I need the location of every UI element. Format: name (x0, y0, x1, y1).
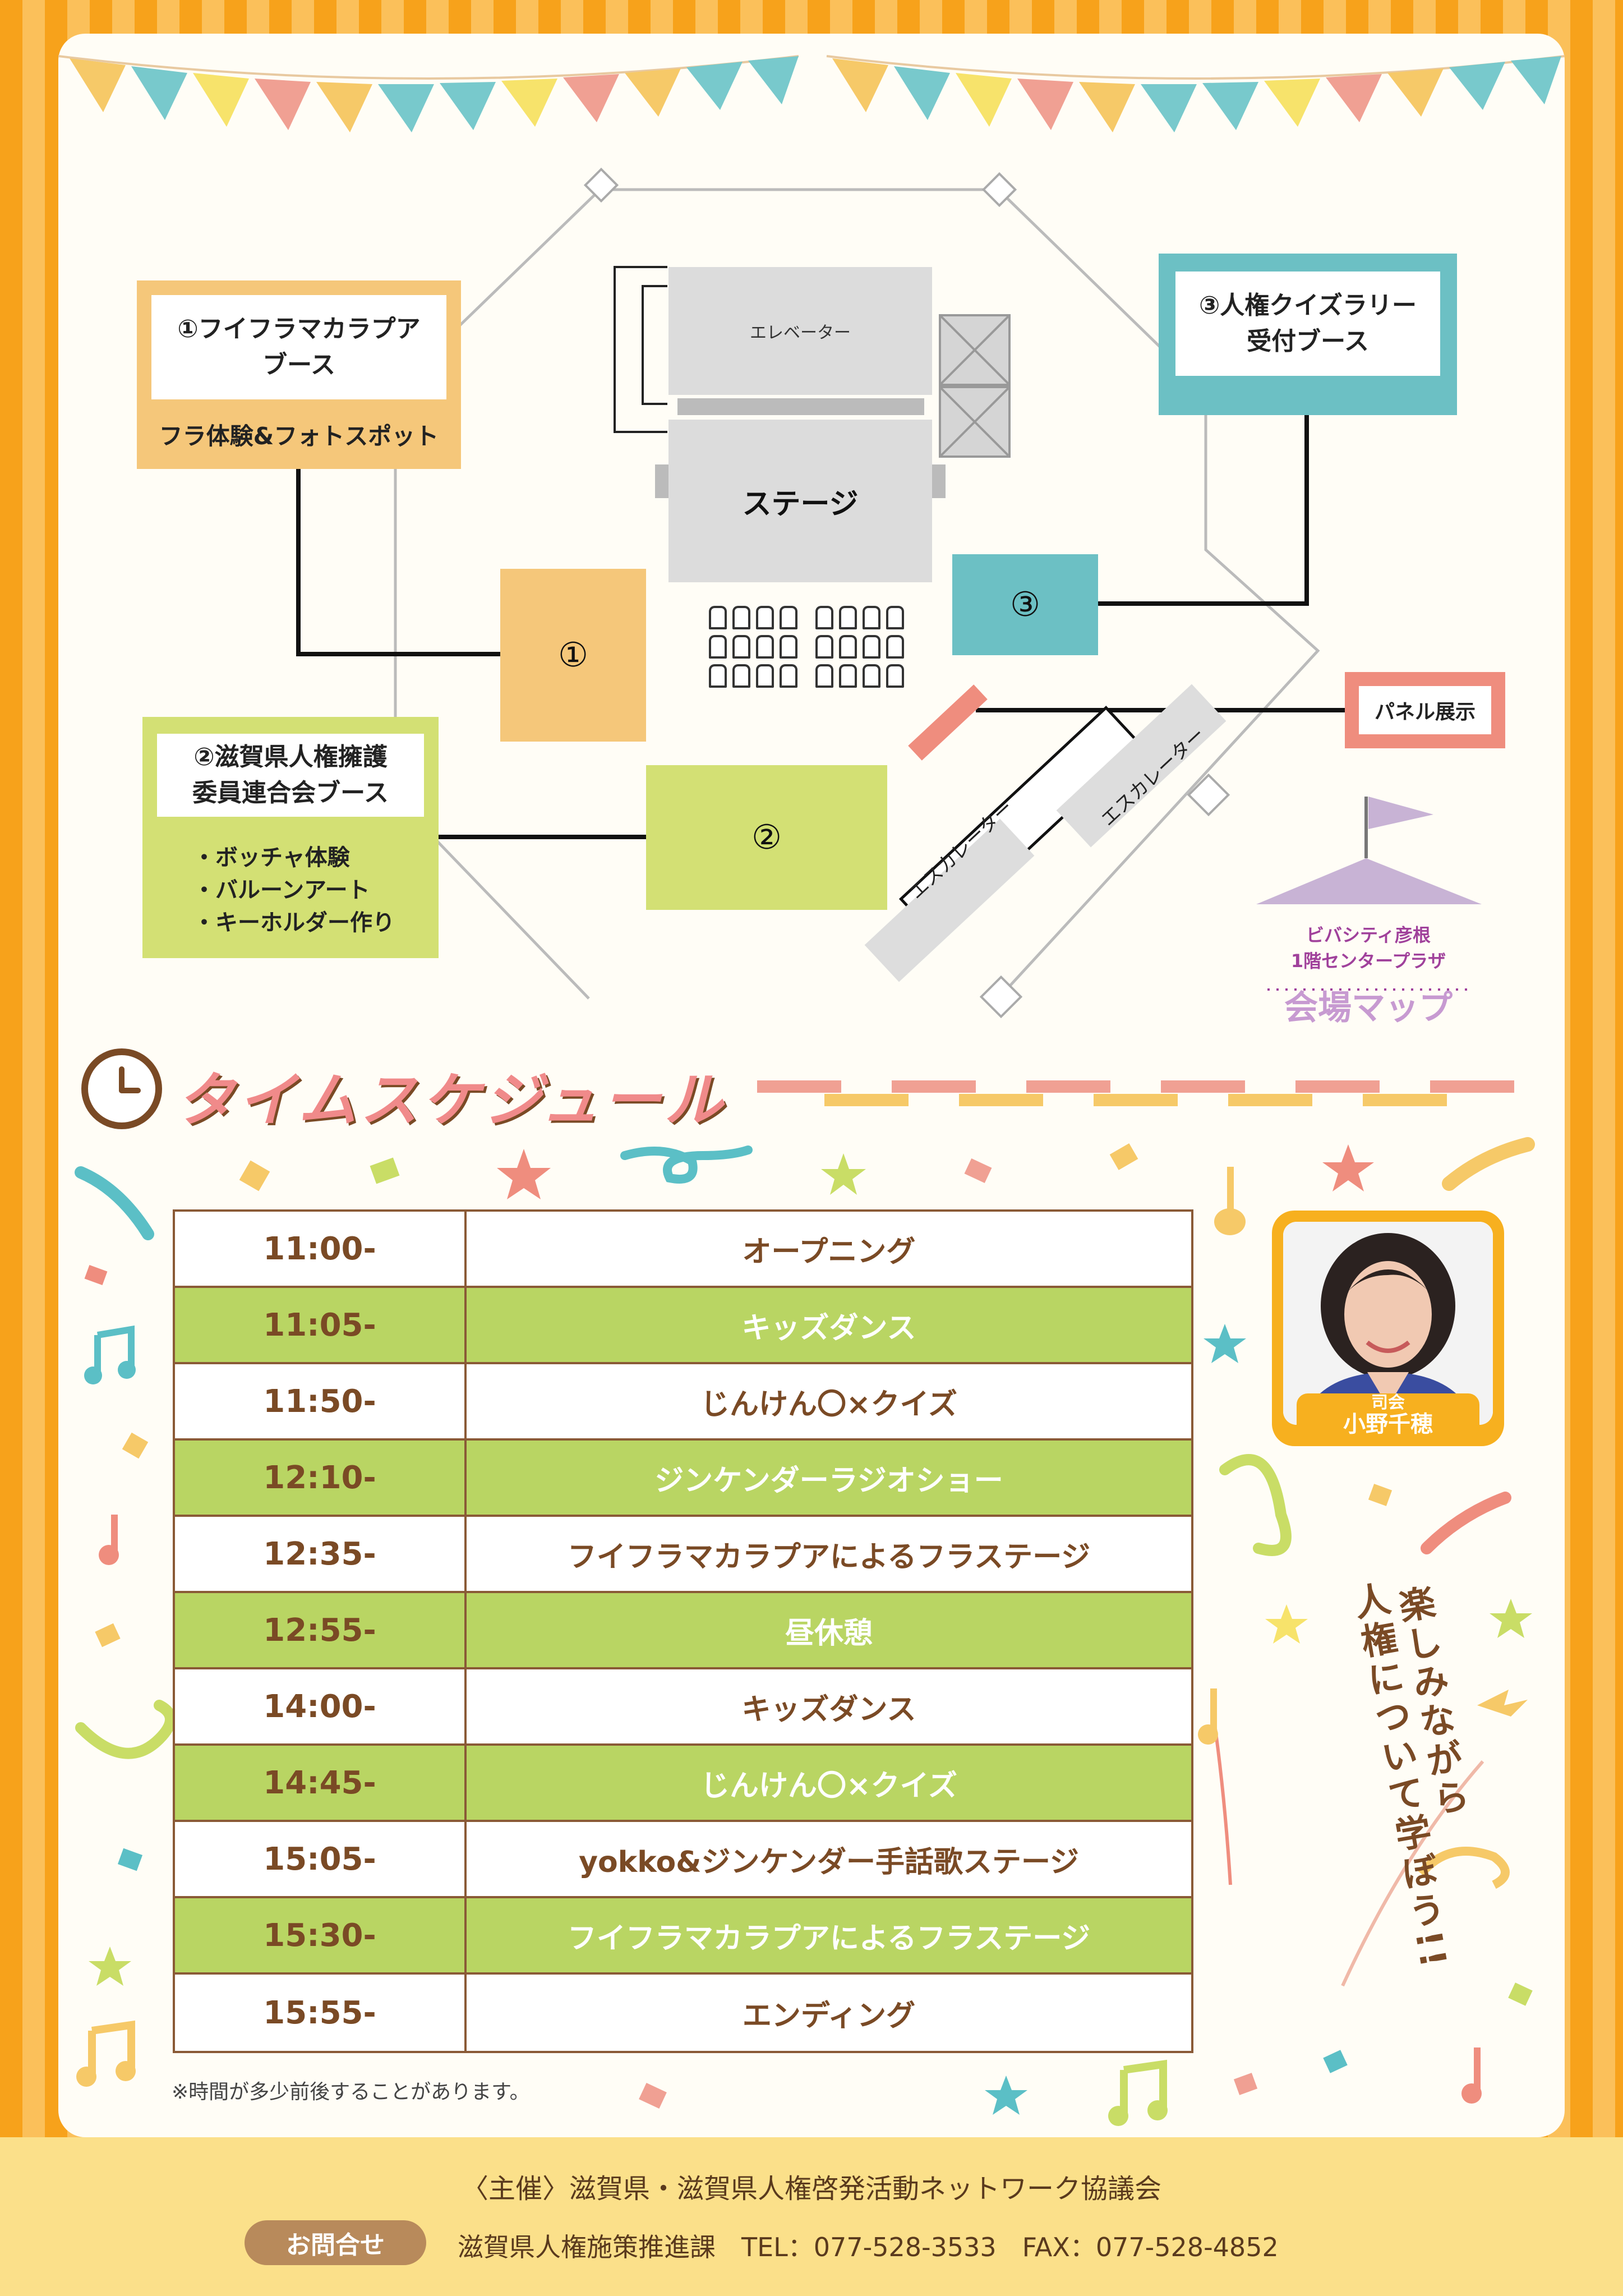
schedule-time: 11:00- (175, 1212, 467, 1286)
title-dashes (757, 1080, 1514, 1106)
booth2-item: ・ボッチャ体験 (193, 845, 350, 871)
schedule-time: 14:00- (175, 1669, 467, 1743)
venue-name: ビバシティ彦根 (1306, 924, 1431, 946)
schedule-note: ※時間が多少前後することがあります。 (172, 2081, 530, 2104)
table-row: 14:45- じんけん〇×クイズ (173, 1746, 1193, 1822)
booth3-title-line2: 受付ブース (1247, 327, 1369, 356)
footer: 〈主催〉滋賀県・滋賀県人権啓発活動ネットワーク協議会 お問合せ 滋賀県人権施策推… (0, 2137, 1623, 2296)
schedule-time: 12:35- (175, 1517, 467, 1591)
panel-exhibit: パネル展示 (1345, 672, 1505, 748)
schedule-title: タイムスケジュール (176, 1066, 726, 1134)
panel-exhibit-label: パネル展示 (1359, 686, 1491, 734)
schedule-time: 12:55- (175, 1593, 467, 1667)
stage-area: ステージ (668, 420, 932, 582)
bunting-decoration (58, 55, 1565, 132)
schedule-time: 14:45- (175, 1746, 467, 1820)
schedule-time: 15:55- (175, 1975, 467, 2051)
booth2-title-line2: 委員連合会ブース (192, 779, 389, 807)
table-row: 11:00- オープニング (173, 1209, 1193, 1288)
table-row: 11:05- キッズダンス (173, 1288, 1193, 1364)
elevator-stage-divider (677, 398, 924, 415)
schedule-event: yokko&ジンケンダー手話歌ステージ (579, 1845, 1079, 1879)
schedule-event: フイフラマカラプアによるフラステージ (567, 1540, 1091, 1574)
table-row: 14:00- キッズダンス (173, 1669, 1193, 1746)
booth3-title: ③人権クイズラリー 受付ブース (1175, 272, 1440, 376)
table-row: 15:05- yokko&ジンケンダー手話歌ステージ (173, 1822, 1193, 1898)
venue-map-title: 会場マップ (1284, 988, 1453, 1028)
schedule-time: 11:50- (175, 1364, 467, 1438)
table-row: 12:55- 昼休憩 (173, 1593, 1193, 1669)
venue-info: ビバシティ彦根 1階センタープラザ 会場マップ (1256, 922, 1481, 1028)
schedule-event: キッズダンス (741, 1311, 916, 1345)
confetti-decoration (75, 1137, 1535, 2126)
organizer-text: 〈主催〉滋賀県・滋賀県人権啓発活動ネットワーク協議会 (461, 2173, 1161, 2205)
booth2-title: ②滋賀県人権擁護 委員連合会ブース (157, 734, 424, 817)
flag-row-left (70, 56, 799, 132)
spot-2: ② (646, 765, 887, 910)
table-row: 12:10- ジンケンダーラジオショー (173, 1441, 1193, 1517)
mc-name: 小野千穂 (1343, 1411, 1433, 1437)
seating-left (709, 606, 797, 688)
map-lines (296, 167, 1482, 1019)
mc-role: 司会 (1371, 1393, 1405, 1412)
table-row: 15:30- フイフラマカラプアによるフラステージ (173, 1898, 1193, 1975)
schedule-time: 12:10- (175, 1441, 467, 1515)
stage-label: ステージ (742, 487, 859, 521)
flag-row-right (832, 56, 1561, 132)
booth2-title-line1: ②滋賀県人権擁護 (193, 743, 388, 772)
booth1-title: ①フイフラマカラプア ブース (151, 295, 446, 399)
spot-1: ① (500, 569, 646, 742)
schedule-time: 11:05- (175, 1288, 467, 1362)
booth2-list: ・ボッチャ体験 ・バルーンアート ・キーホルダー作り (193, 841, 395, 939)
elevator-area: エレベーター (668, 267, 932, 395)
booth1-card: ①フイフラマカラプア ブース フラ体験&フォトスポット (137, 280, 461, 469)
spot-3: ③ (952, 554, 1098, 655)
booth2-card: ②滋賀県人権擁護 委員連合会ブース ・ボッチャ体験 ・バルーンアート ・キーホル… (142, 717, 439, 958)
mc-photo-frame: 司会 小野千穂 (1272, 1211, 1504, 1446)
booth1-title-line1: ①フイフラマカラプア (177, 315, 421, 344)
schedule-time: 15:30- (175, 1898, 467, 1972)
venue-floor: 1階センタープラザ (1290, 950, 1446, 972)
tent-icon (1256, 797, 1482, 904)
schedule-event: オープニング (742, 1235, 916, 1269)
booth3-title-line1: ③人権クイズラリー (1199, 291, 1417, 320)
contact-info: 滋賀県人権施策推進課 TEL：077-528-3533 FAX：077-528-… (458, 2232, 1279, 2262)
booth1-subtitle: フラ体験&フォトスポット (159, 422, 439, 450)
booth2-item: ・キーホルダー作り (193, 910, 395, 936)
crossed-boxes (939, 314, 1011, 458)
contact-badge: お問合せ (245, 2220, 426, 2265)
mc-name-badge: 司会 小野千穂 (1297, 1393, 1479, 1437)
schedule-event: エンディング (742, 1999, 916, 2033)
schedule-event: フイフラマカラプアによるフラステージ (567, 1921, 1091, 1955)
schedule-event: キッズダンス (741, 1692, 916, 1727)
schedule-event: じんけん〇×クイズ (700, 1387, 957, 1421)
table-row: 12:35- フイフラマカラプアによるフラステージ (173, 1517, 1193, 1593)
booth3-card: ③人権クイズラリー 受付ブース (1159, 254, 1457, 415)
table-row: 11:50- じんけん〇×クイズ (173, 1364, 1193, 1441)
elevator-label: エレベーター (750, 323, 851, 343)
schedule-event: 昼休憩 (785, 1616, 873, 1650)
seating-right (815, 606, 904, 688)
schedule-time: 15:05- (175, 1822, 467, 1896)
table-row: 15:55- エンディング (173, 1975, 1193, 2053)
schedule-event: ジンケンダーラジオショー (654, 1464, 1003, 1498)
booth1-title-line2: ブース (262, 351, 335, 379)
clock-icon (81, 1048, 162, 1129)
schedule-event: じんけん〇×クイズ (700, 1769, 957, 1803)
booth2-item: ・バルーンアート (193, 877, 370, 903)
